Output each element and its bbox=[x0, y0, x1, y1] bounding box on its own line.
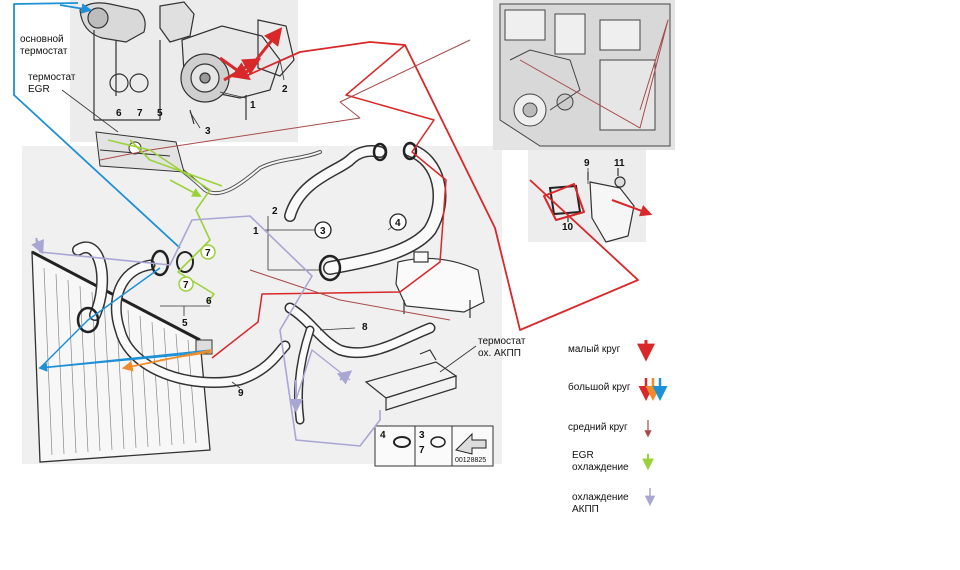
inset-number-7: 7 bbox=[419, 445, 425, 456]
egr-thermostat-label-2: EGR bbox=[28, 84, 50, 95]
egr-label-leader bbox=[61, 89, 119, 133]
small-circuit-line-2 bbox=[211, 44, 447, 359]
small-circuit-pump-arrows-3 bbox=[223, 58, 262, 82]
large-circuit-blue bbox=[13, 2, 181, 249]
leader-lines bbox=[160, 59, 589, 389]
atf-arrow-3 bbox=[31, 237, 45, 255]
part-9-engine: 9 bbox=[584, 158, 590, 169]
part-numbers: 1 2 3 5 6 7 9 10 11 2 1 3 4 7 7 5 8 9 6 bbox=[116, 84, 625, 399]
part-3-circled: 3 bbox=[320, 226, 326, 237]
atf-label-leader bbox=[439, 345, 477, 373]
part-1: 1 bbox=[250, 100, 256, 111]
egr-line bbox=[107, 139, 215, 303]
marker-4-circle bbox=[389, 213, 407, 231]
part-9-hose: 9 bbox=[238, 388, 244, 399]
part-6: 6 bbox=[116, 108, 122, 119]
marker-3-circle bbox=[314, 221, 332, 239]
legend-medium-circuit-label: средний круг bbox=[568, 422, 628, 433]
outlet-red-arrow bbox=[611, 199, 653, 217]
part-7-circled-2: 7 bbox=[183, 280, 189, 291]
part-11: 11 bbox=[614, 158, 625, 169]
large-circuit-blue-2 bbox=[39, 267, 213, 369]
part-10: 10 bbox=[562, 222, 574, 233]
medium-circuit-line bbox=[99, 39, 471, 161]
part-7-circled: 7 bbox=[205, 248, 211, 259]
atf-arrow-2 bbox=[336, 370, 353, 385]
atf-thermostat-label-2: ох. АКПП bbox=[478, 348, 521, 359]
engine-block-drawing bbox=[499, 3, 671, 147]
main-thermostat-label-2: термостат bbox=[20, 46, 68, 57]
atf-thermostat-label-1: термостат bbox=[478, 336, 526, 347]
part-7: 7 bbox=[137, 108, 143, 119]
water-pump-drawing bbox=[79, 1, 295, 125]
part-4-circled: 4 bbox=[395, 218, 401, 229]
legend-large-circuit-label: большой круг bbox=[568, 381, 631, 393]
legend-atf-label-1: охлаждение bbox=[572, 492, 629, 503]
egr-line-2 bbox=[129, 139, 223, 187]
marker-7b-circle bbox=[178, 276, 194, 292]
flow-lines bbox=[13, 2, 669, 447]
part-5-bottom: 5 bbox=[182, 318, 188, 329]
part-2: 2 bbox=[282, 84, 288, 95]
legend-egr-label-1: EGR bbox=[572, 450, 594, 461]
circled-markers bbox=[178, 213, 407, 292]
part-2-hose: 2 bbox=[272, 206, 278, 217]
part-5-top: 5 bbox=[157, 108, 163, 119]
legend-egr-label-2: охлаждение bbox=[572, 462, 629, 473]
legend-atf-label-2: АКПП bbox=[572, 504, 599, 515]
small-circuit-line bbox=[245, 41, 639, 331]
part-6-hose: 6 bbox=[206, 296, 212, 307]
inset-number-3: 3 bbox=[419, 430, 425, 441]
large-circuit-orange-2 bbox=[159, 351, 213, 361]
inset-number-4: 4 bbox=[380, 430, 386, 441]
part-1-hose: 1 bbox=[253, 226, 259, 237]
legend: малый круг большой круг средний круг EGR… bbox=[568, 340, 668, 515]
medium-circuit-line-2 bbox=[519, 19, 669, 129]
egr-arrow bbox=[169, 179, 202, 197]
outlet-red-box bbox=[543, 183, 585, 221]
medium-circuit-line-3 bbox=[249, 269, 451, 321]
large-circuit-blue-arrow-2 bbox=[38, 351, 211, 372]
atf-cooler-drawing bbox=[364, 349, 458, 411]
main-thermostat-label-1: основной bbox=[20, 34, 64, 45]
marker-7-circle bbox=[200, 244, 216, 260]
annotation-labels: основной термостат термостат EGR термост… bbox=[20, 34, 526, 359]
atf-line bbox=[35, 215, 381, 447]
inset-code: 00128825 bbox=[455, 457, 486, 464]
clamp-inset: 4 3 7 00128825 bbox=[374, 425, 494, 467]
legend-small-circuit-label: малый круг bbox=[568, 344, 621, 355]
egr-thermostat-label-1: термостат bbox=[28, 72, 76, 83]
part-8: 8 bbox=[362, 322, 368, 333]
atf-line-2 bbox=[295, 349, 351, 401]
expansion-tank-drawing bbox=[395, 251, 485, 318]
large-circuit-blue-arrow bbox=[59, 3, 93, 14]
part-3: 3 bbox=[205, 126, 211, 137]
